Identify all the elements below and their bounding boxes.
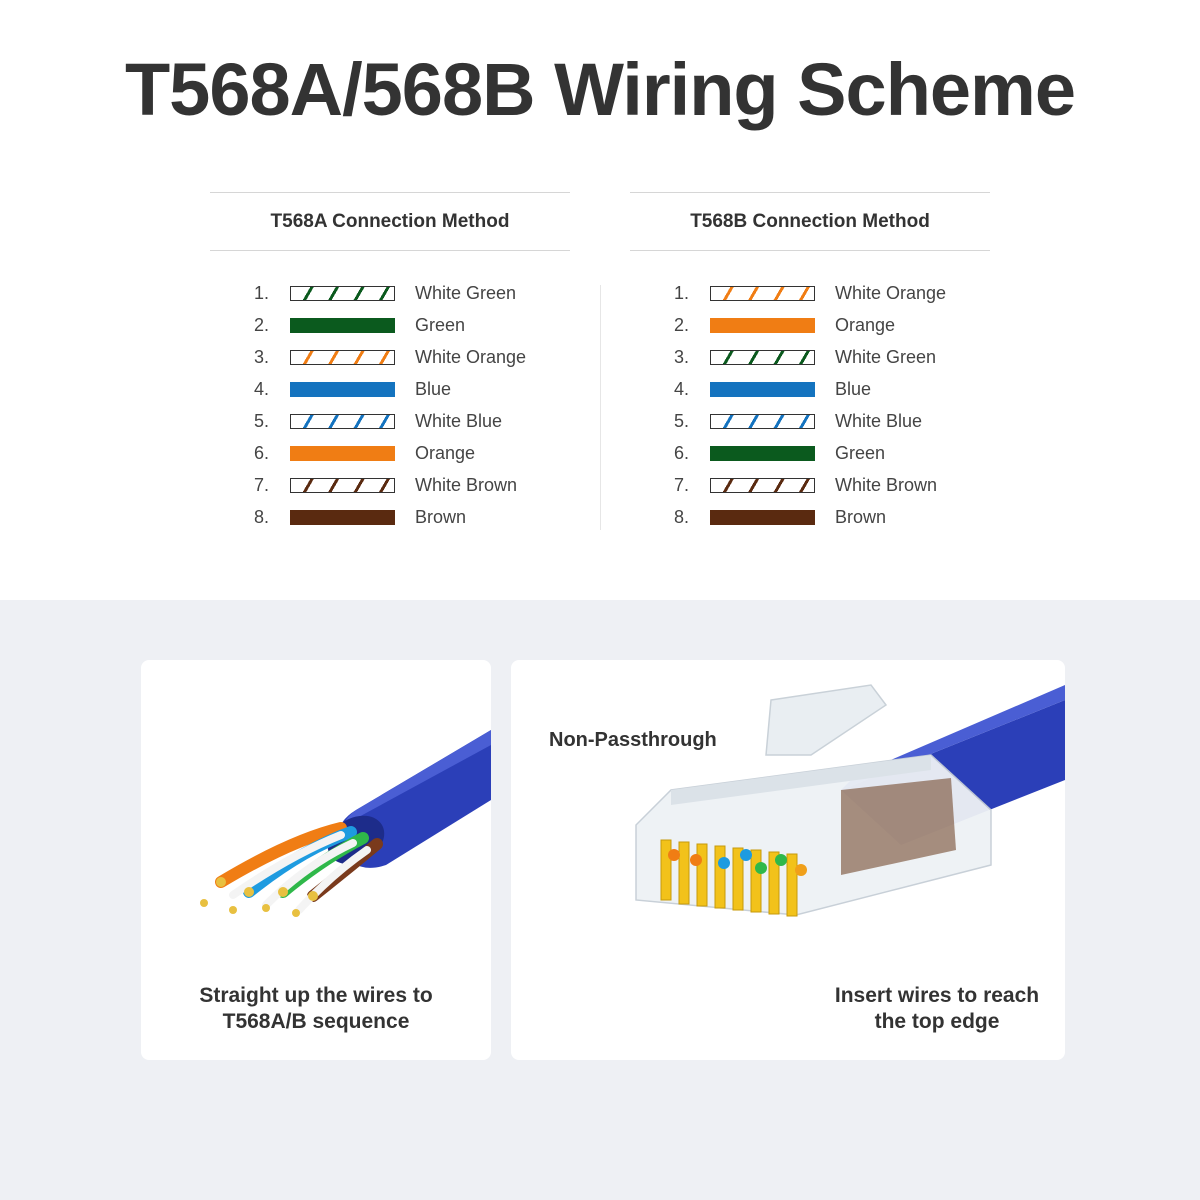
wire-row: 7. White Brown xyxy=(630,475,990,507)
left-caption: Straight up the wires to T568A/B sequenc… xyxy=(141,983,491,1035)
wire-swatch xyxy=(710,478,815,493)
wire-number: 4. xyxy=(674,379,690,399)
wire-number: 7. xyxy=(674,475,690,495)
wire-row: 3. White Green xyxy=(630,347,990,379)
wire-row: 6. Green xyxy=(630,443,990,475)
wire-row: 7. White Brown xyxy=(210,475,570,507)
wire-swatch xyxy=(290,286,395,301)
wire-color-name: White Blue xyxy=(835,411,923,431)
scheme-heading: T568B Connection Method xyxy=(630,192,990,251)
wire-swatch xyxy=(710,510,815,525)
wire-color-name: Green xyxy=(415,315,466,335)
wire-number: 2. xyxy=(254,315,270,335)
wire-color-name: Blue xyxy=(835,379,872,399)
wire-row: 4. Blue xyxy=(630,379,990,411)
wire-number: 5. xyxy=(254,411,270,431)
wire-color-name: White Green xyxy=(415,283,517,303)
wire-number: 4. xyxy=(254,379,270,399)
wire-number: 3. xyxy=(254,347,270,367)
wire-color-name: White Blue xyxy=(415,411,503,431)
card-straighten-wires: Straight up the wires to T568A/B sequenc… xyxy=(141,660,491,1060)
wire-number: 5. xyxy=(674,411,690,431)
wire-swatch xyxy=(710,318,815,333)
wire-number: 6. xyxy=(254,443,270,463)
wire-row: 4. Blue xyxy=(210,379,570,411)
wire-swatch xyxy=(710,414,815,429)
scheme-t568b: T568B Connection Method 1. White Orange 2.… xyxy=(630,192,990,539)
wire-number: 3. xyxy=(674,347,690,367)
wire-row: 1. White Orange xyxy=(630,283,990,315)
wire-color-name: Brown xyxy=(835,507,887,527)
wire-color-name: White Orange xyxy=(415,347,527,367)
page-title: T568A/568B Wiring Scheme xyxy=(124,48,1076,131)
wire-swatch xyxy=(710,286,815,301)
column-divider xyxy=(600,285,601,530)
wire-number: 7. xyxy=(254,475,270,495)
wire-number: 2. xyxy=(674,315,690,335)
wire-number: 1. xyxy=(254,283,270,303)
wire-swatch xyxy=(710,382,815,397)
card-insert-wires: Non-Passthrough Insert wires to reach th… xyxy=(511,660,1065,1060)
caption-line: the top edge xyxy=(874,1010,1000,1033)
wire-swatch xyxy=(710,446,815,461)
wire-row: 2. Green xyxy=(210,315,570,347)
non-passthrough-label: Non-Passthrough xyxy=(549,729,717,751)
wire-color-name: White Green xyxy=(835,347,937,367)
caption-line: Straight up the wires to xyxy=(199,984,433,1007)
wire-color-name: Green xyxy=(835,443,886,463)
wire-swatch xyxy=(290,382,395,397)
wire-color-name: Brown xyxy=(415,507,467,527)
wire-color-name: White Brown xyxy=(835,475,938,495)
wire-color-name: Blue xyxy=(415,379,452,399)
wire-number: 6. xyxy=(674,443,690,463)
wire-swatch xyxy=(710,350,815,365)
scheme-heading: T568A Connection Method xyxy=(210,192,570,251)
wire-row: 5. White Blue xyxy=(210,411,570,443)
wire-row: 6. Orange xyxy=(210,443,570,475)
wire-row: 3. White Orange xyxy=(210,347,570,379)
wire-color-name: White Brown xyxy=(415,475,518,495)
scheme-t568a: T568A Connection Method 1. White Green 2. G… xyxy=(210,192,570,539)
caption-line: T568A/B sequence xyxy=(222,1010,410,1033)
caption-line: Insert wires to reach xyxy=(834,984,1040,1007)
wire-swatch xyxy=(290,414,395,429)
wire-swatch xyxy=(290,510,395,525)
right-caption: Insert wires to reach the top edge xyxy=(817,983,1057,1035)
wire-number: 8. xyxy=(254,507,270,527)
cable-wires-illustration xyxy=(200,730,491,917)
rj45-connector-illustration xyxy=(635,684,1065,917)
wire-row: 5. White Blue xyxy=(630,411,990,443)
wire-row: 8. Brown xyxy=(630,507,990,539)
wire-swatch xyxy=(290,350,395,365)
wire-swatch xyxy=(290,446,395,461)
wire-list: 1. White Orange 2. Orange 3. White Green 4. Blu… xyxy=(630,283,990,539)
wire-color-name: White Orange xyxy=(835,283,947,303)
wire-number: 1. xyxy=(674,283,690,303)
wire-row: 1. White Green xyxy=(210,283,570,315)
wire-list: 1. White Green 2. Green 3. White Orange 4. Blue… xyxy=(210,283,570,539)
wire-number: 8. xyxy=(674,507,690,527)
wire-color-name: Orange xyxy=(415,443,476,463)
wire-swatch xyxy=(290,478,395,493)
wire-row: 8. Brown xyxy=(210,507,570,539)
wire-row: 2. Orange xyxy=(630,315,990,347)
wire-color-name: Orange xyxy=(835,315,896,335)
wire-swatch xyxy=(290,318,395,333)
